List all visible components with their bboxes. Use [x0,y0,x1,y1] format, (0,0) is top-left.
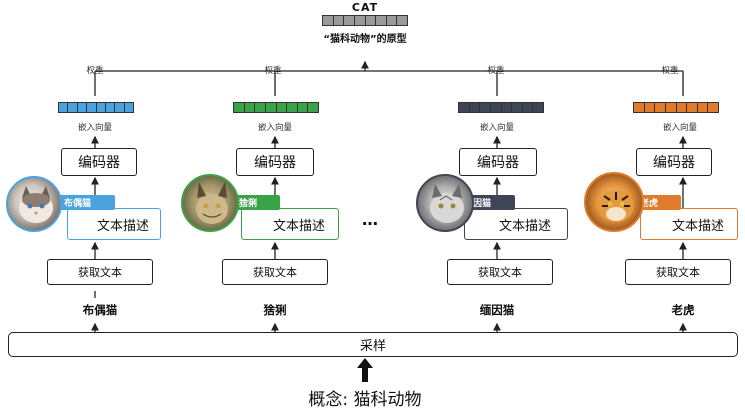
tag-2: 猞猁 [235,195,280,210]
text-description-box-3: 文本描述 [464,208,568,240]
encoder-box-2: 编码器 [236,148,314,176]
text-description-box-4: 文本描述 [640,208,738,240]
get-text-box-2: 获取文本 [222,259,328,285]
tag-4: 老虎 [636,195,681,210]
concept-arrow [357,358,373,382]
ellipsis: … [362,210,378,229]
prototype-title: “猫科动物”的原型 [323,34,407,45]
embed-label-4: 嵌入向量 [662,123,697,133]
weight-label-3: 权重 [487,66,505,76]
get-text-box-3: 获取文本 [447,259,553,285]
encoder-box-3: 编码器 [459,148,537,176]
tag-1: 布偶猫 [60,195,115,210]
get-text-box-1: 获取文本 [47,259,153,285]
text-description-box-1: 文本描述 [67,208,161,240]
weight-label-4: 权重 [661,66,679,76]
embedding-vector-3 [458,102,544,113]
weight-label-2: 权重 [264,66,282,76]
prototype-vector [322,15,408,26]
embedding-vector-1 [58,102,134,113]
embed-label-1: 嵌入向量 [77,123,112,133]
animal-name-4: 老虎 [671,303,695,317]
encoder-box-4: 编码器 [636,148,712,176]
animal-name-2: 猞猁 [263,303,287,317]
embed-label-2: 嵌入向量 [257,123,292,133]
embedding-vector-4 [633,102,719,113]
ragdoll-cat-photo [6,176,62,232]
concept-label: 概念: 猫科动物 [308,390,422,410]
cat-logo: CAT [351,1,379,14]
animal-name-1: 布偶猫 [82,303,118,317]
get-text-box-4: 获取文本 [625,259,731,285]
animal-name-3: 缅因猫 [479,303,515,317]
lynx-photo [181,174,239,232]
embedding-vector-2 [233,102,319,113]
tiger-photo [584,172,644,232]
text-description-box-2: 文本描述 [241,208,339,240]
embed-label-3: 嵌入向量 [479,123,514,133]
maine-coon-photo [416,174,474,232]
encoder-box-1: 编码器 [61,148,137,176]
weight-label-1: 权重 [86,66,104,76]
sampling-box: 采样 [8,332,738,357]
